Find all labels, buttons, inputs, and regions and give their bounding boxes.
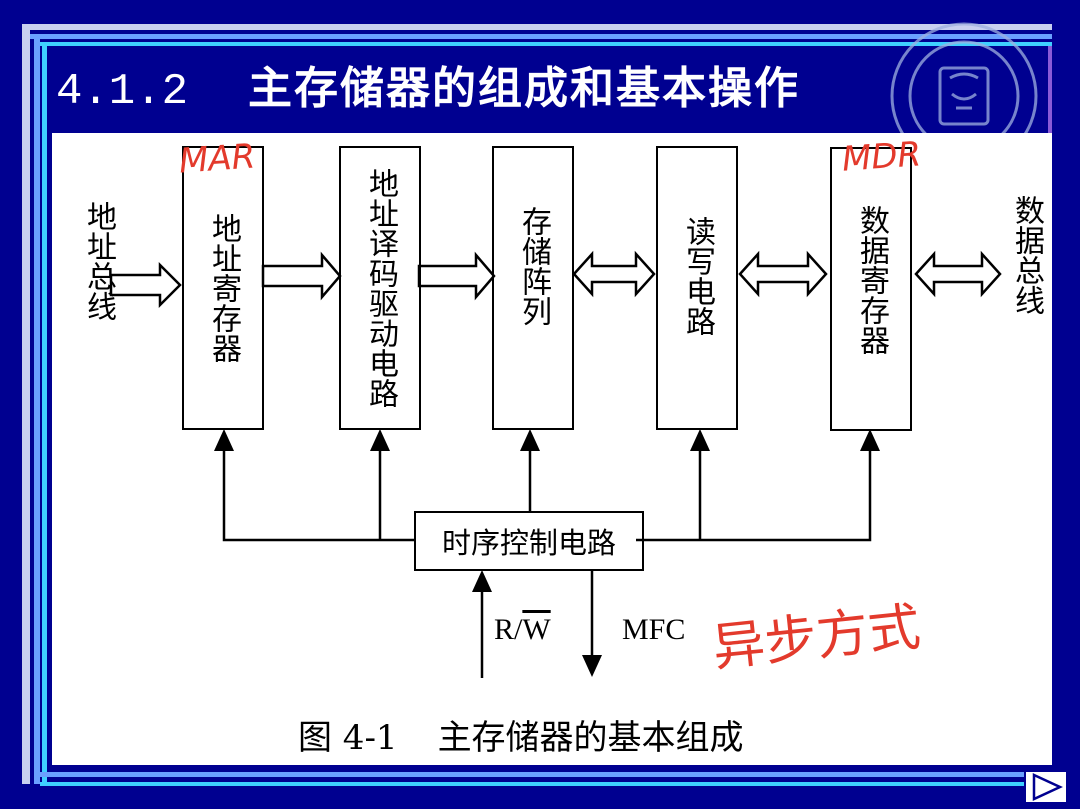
timing-control-label: 时序控制电路 <box>441 526 616 560</box>
timing-control-box: 时序控制电路 <box>414 511 644 571</box>
figure-number: 图 4-1 <box>298 718 398 758</box>
arrow-rw-mdr <box>738 250 828 298</box>
figure-caption: 图 4-1 主存储器的基本组成 <box>298 710 744 759</box>
address-bus-label: 地址总线 <box>81 201 116 321</box>
mdr-box-label: 数据寄存器 <box>854 205 889 355</box>
section-title: 主存储器的组成和基本操作 <box>248 63 801 114</box>
arrow-mdr-bus <box>914 250 1002 298</box>
decoder-box-label: 地址译码驱动电路 <box>363 168 398 408</box>
mar-box-label: 地址寄存器 <box>206 213 241 363</box>
array-box-label: 存储阵列 <box>516 206 551 326</box>
mfc-signal-label: MFC <box>622 613 686 646</box>
array-box: 存储阵列 <box>492 146 574 430</box>
write-overline: W <box>522 613 551 646</box>
diagram-panel: 地址总线 数据总线 地址寄存器 地址译码驱动电路 存储阵列 读写电路 数据寄存器… <box>52 133 1052 765</box>
figure-caption-text: 主存储器的基本组成 <box>437 718 744 758</box>
mdr-annotation: MDR <box>840 134 923 180</box>
slide-title: 4.1.2 主存储器的组成和基本操作 <box>56 52 800 117</box>
next-slide-arrow-icon[interactable] <box>1024 770 1068 804</box>
section-number: 4.1.2 <box>56 67 189 117</box>
control-lines <box>222 444 872 678</box>
rw-box: 读写电路 <box>656 146 738 430</box>
mar-box: 地址寄存器 <box>182 146 264 430</box>
control-arrowheads <box>214 429 880 677</box>
rw-box-label: 读写电路 <box>680 216 715 336</box>
arrow-mar-to-decoder <box>261 251 342 301</box>
data-bus-label: 数据总线 <box>1009 195 1044 315</box>
arrow-decoder-to-array <box>417 251 496 301</box>
rw-signal-label: R/W <box>494 613 551 646</box>
arrow-bus-to-mar <box>109 261 182 309</box>
arrow-array-rw <box>572 250 656 298</box>
decoder-box: 地址译码驱动电路 <box>339 146 421 430</box>
mdr-box: 数据寄存器 <box>830 147 912 431</box>
connector-lines <box>109 250 1002 678</box>
mar-annotation: MAR <box>177 136 257 182</box>
